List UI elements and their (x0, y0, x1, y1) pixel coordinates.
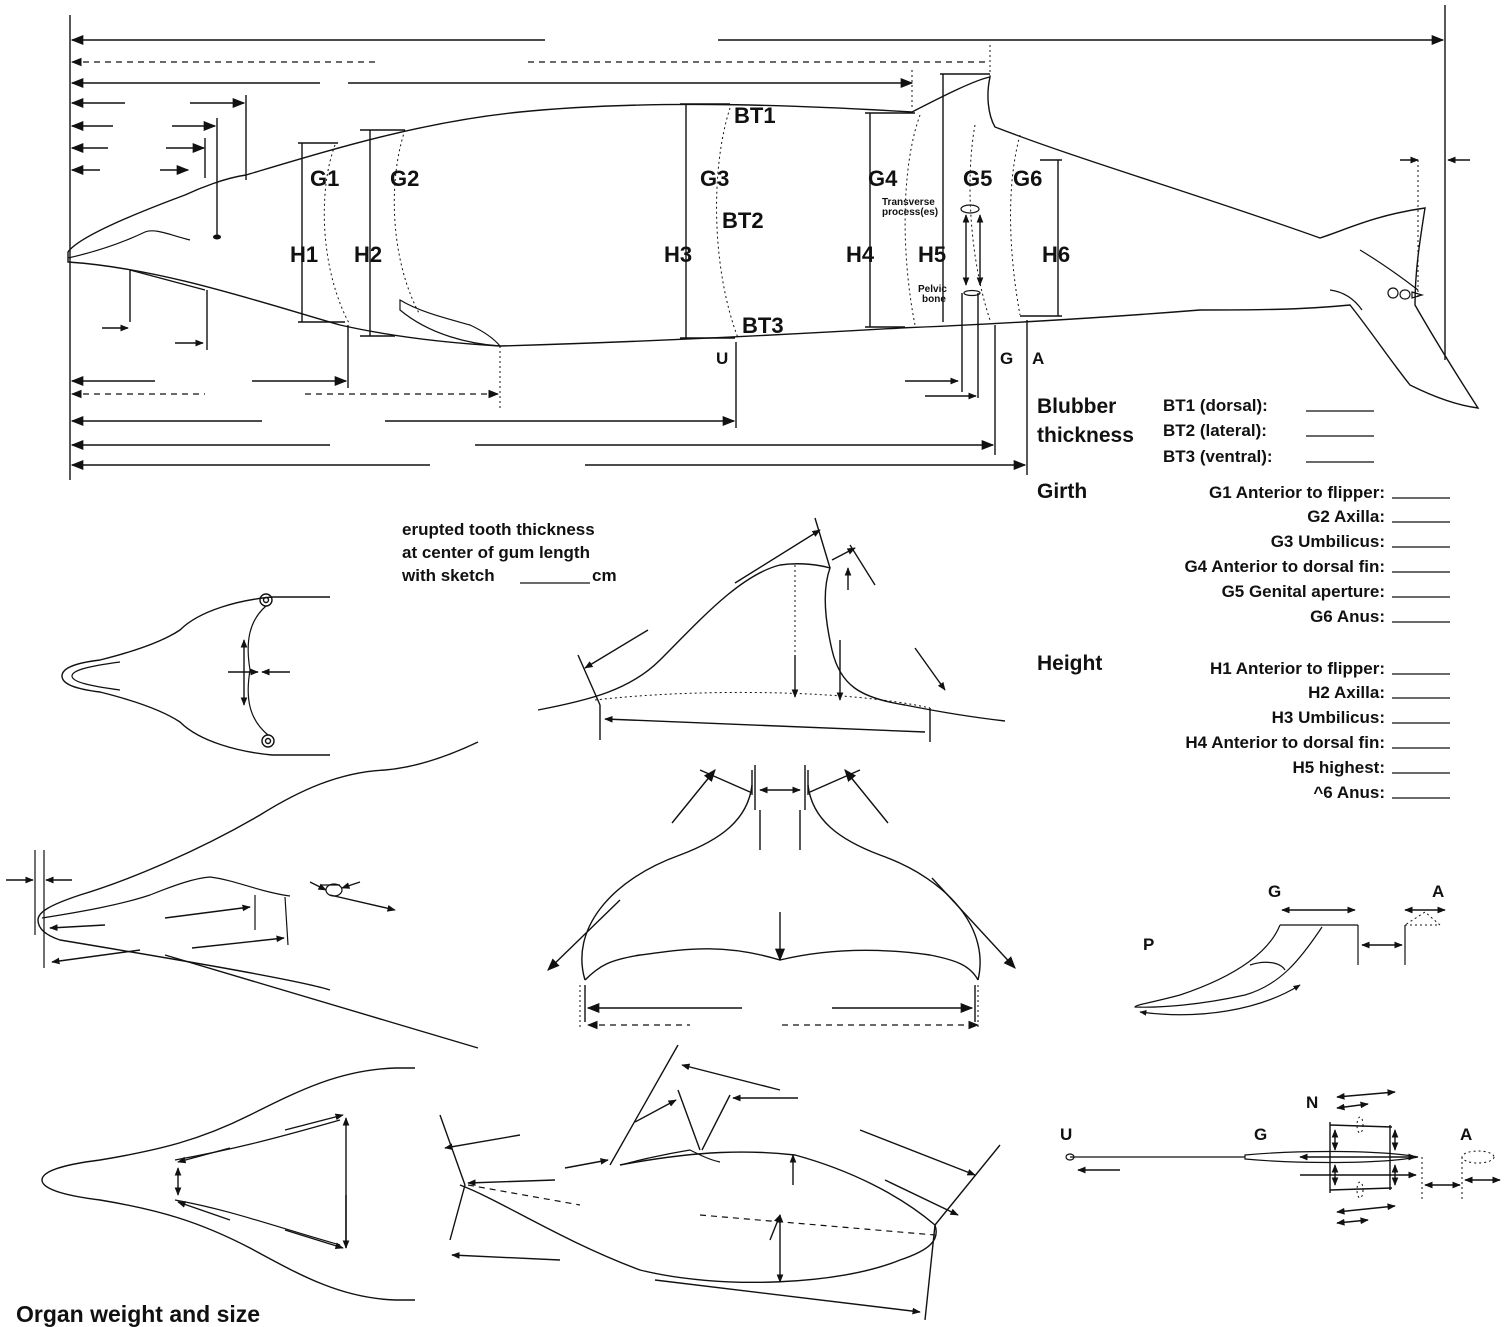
label-bt3: BT3 (742, 313, 784, 338)
label-g1: G1 (310, 166, 339, 191)
label-pelvic-2: bone (922, 294, 946, 305)
height-item-5: H5 highest: (1292, 758, 1385, 777)
girth-item-2: G2 Axilla: (1307, 507, 1385, 526)
height-item-4: H4 Anterior to dorsal fin: (1185, 733, 1385, 752)
genital-label-g: G (1268, 882, 1281, 901)
label-h5: H5 (918, 242, 946, 267)
ventral-label-n: N (1306, 1093, 1318, 1112)
ventral-label-u: U (1060, 1125, 1072, 1144)
tooth-note-line-2: at center of gum length (402, 543, 590, 562)
ventral-view: U G N A (1060, 1089, 1501, 1226)
height-item-1: H1 Anterior to flipper: (1210, 659, 1385, 678)
label-g: G (1000, 349, 1013, 368)
head-lateral-view (6, 741, 479, 1049)
flukes-view (547, 765, 1016, 1030)
genital-label-p: P (1143, 935, 1154, 954)
label-g6: G6 (1013, 166, 1042, 191)
dorsal-fin-view (537, 517, 1006, 742)
label-h6: H6 (1042, 242, 1070, 267)
height-item-3: H3 Umbilicus: (1272, 708, 1385, 727)
girth-item-6: G6 Anus: (1310, 607, 1385, 626)
mouth-ventral-view (41, 1067, 415, 1301)
label-h2: H2 (354, 242, 382, 267)
height-item-2: H2 Axilla: (1308, 683, 1385, 702)
label-g4: G4 (868, 166, 898, 191)
label-g2: G2 (390, 166, 419, 191)
height-heading: Height (1037, 652, 1102, 675)
blubber-item-2: BT2 (lateral): (1163, 421, 1267, 440)
tooth-note-line-3: with sketch (401, 566, 495, 585)
flipper-view (439, 1044, 1001, 1321)
label-g3: G3 (700, 166, 729, 191)
ventral-label-a: A (1460, 1125, 1472, 1144)
label-h1: H1 (290, 242, 318, 267)
label-h3: H3 (664, 242, 692, 267)
tooth-note-unit: cm (592, 566, 617, 585)
genital-label-a: A (1432, 882, 1444, 901)
organ-heading: Organ weight and size (16, 1301, 260, 1327)
blubber-item-1: BT1 (dorsal): (1163, 396, 1268, 415)
genital-detail-view: G A P (1134, 882, 1446, 1016)
measurement-form: Blubber thickness BT1 (dorsal): BT2 (lat… (1037, 395, 1450, 802)
girth-item-3: G3 Umbilicus: (1271, 532, 1385, 551)
blubber-item-3: BT3 (ventral): (1163, 447, 1273, 466)
label-a: A (1032, 349, 1044, 368)
label-pelvic-1: Pelvic (918, 284, 947, 295)
label-bt2: BT2 (722, 208, 764, 233)
label-transverse-2: process(es) (882, 207, 938, 218)
height-item-6: ^6 Anus: (1313, 783, 1385, 802)
girth-item-5: G5 Genital aperture: (1222, 582, 1385, 601)
tooth-note: erupted tooth thickness at center of gum… (401, 520, 617, 585)
blubber-heading-1: Blubber (1037, 395, 1116, 418)
ventral-label-g: G (1254, 1125, 1267, 1144)
blubber-heading-2: thickness (1037, 424, 1134, 447)
label-bt1: BT1 (734, 103, 776, 128)
girth-item-1: G1 Anterior to flipper: (1209, 483, 1385, 502)
label-transverse-1: Transverse (882, 197, 935, 208)
whale-side-view: BT1 BT2 BT3 G1 G2 G3 G4 G5 G6 H1 H2 H3 H… (67, 5, 1480, 480)
label-h4: H4 (846, 242, 875, 267)
label-u: U (716, 349, 728, 368)
label-g5: G5 (963, 166, 992, 191)
girth-item-4: G4 Anterior to dorsal fin: (1184, 557, 1385, 576)
tooth-note-line-1: erupted tooth thickness (402, 520, 595, 539)
head-dorsal-view (61, 593, 330, 756)
girth-heading: Girth (1037, 480, 1087, 503)
